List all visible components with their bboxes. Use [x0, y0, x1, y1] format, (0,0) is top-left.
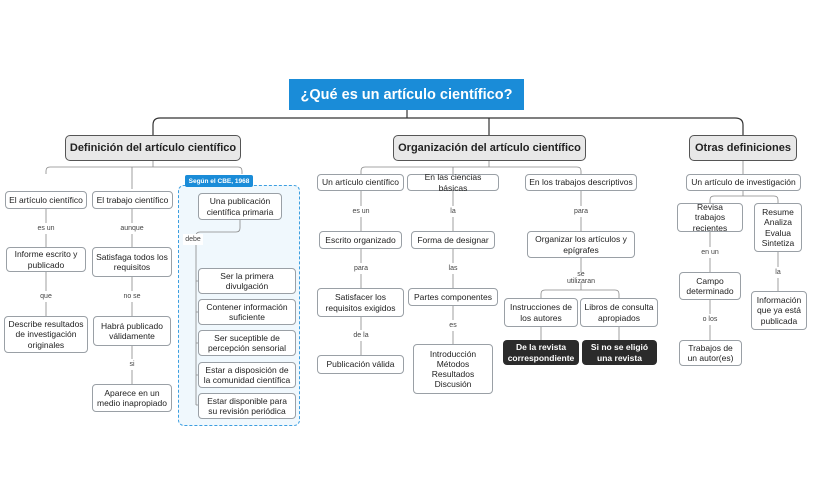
node-revista-correspondiente[interactable]: De la revista correspondiente	[503, 340, 579, 365]
node-forma-designar[interactable]: Forma de designar	[411, 231, 495, 249]
label-es-un: es un	[34, 223, 58, 234]
cbe-boundary-tag: Según el CBE, 1968	[185, 175, 253, 187]
label-o-los: o los	[700, 314, 720, 325]
node-campo-determinado[interactable]: Campo determinado	[679, 272, 741, 300]
node-secciones-imrd[interactable]: Introducción Métodos Resultados Discusió…	[413, 344, 493, 394]
topic-other-definitions[interactable]: Otras definiciones	[689, 135, 797, 161]
label-no-se: no se	[120, 291, 144, 302]
node-publicacion-valida[interactable]: Publicación válida	[317, 355, 404, 374]
root-title: ¿Qué es un artículo científico?	[289, 79, 524, 110]
node-medio-inapropiado[interactable]: Aparece en un medio inapropiado	[92, 384, 172, 412]
label-las: las	[445, 263, 461, 274]
node-articulo-cientifico[interactable]: El artículo científico	[5, 191, 87, 209]
label-de-la: de la	[350, 330, 372, 341]
label-la-2: la	[772, 267, 784, 278]
node-trabajo-cientifico[interactable]: El trabajo científico	[92, 191, 173, 209]
node-habra-publicado[interactable]: Habrá publicado válidamente	[93, 316, 171, 346]
node-escrito-organizado[interactable]: Escrito organizado	[319, 231, 402, 249]
node-revisa-trabajos[interactable]: Revisa trabajos recientes	[677, 202, 743, 233]
node-organizar-articulos[interactable]: Organizar los artículos y epígrafes	[527, 231, 635, 258]
label-que: que	[38, 291, 54, 302]
item-primera-divulgacion[interactable]: Ser la primera divulgación	[198, 268, 296, 294]
label-en-un: en un	[698, 247, 722, 258]
label-es-un-2: es un	[349, 206, 373, 217]
label-debe: debe	[183, 234, 203, 245]
label-si: si	[127, 359, 137, 370]
node-articulo-investigacion[interactable]: Un artículo de investigación	[686, 174, 801, 191]
node-partes-componentes[interactable]: Partes componentes	[408, 288, 498, 306]
node-ciencias-basicas[interactable]: En las ciencias básicas	[407, 172, 499, 193]
item-disposicion-comunidad[interactable]: Estar a disposición de la comunidad cien…	[198, 362, 296, 388]
label-la: la	[447, 206, 459, 217]
label-es: es	[446, 320, 460, 331]
node-informe-escrito[interactable]: Informe escrito y publicado	[6, 247, 86, 272]
item-percepcion-sensorial[interactable]: Ser suceptible de percepción sensorial	[198, 330, 296, 356]
node-libros-consulta[interactable]: Libros de consulta apropiados	[580, 298, 658, 327]
node-un-articulo-cientifico[interactable]: Un artículo científico	[317, 174, 404, 191]
node-resume-analiza[interactable]: Resume Analiza Evalua Sintetiza	[754, 203, 802, 252]
label-aunque: aunque	[117, 223, 147, 234]
topic-definition[interactable]: Definición del artículo científico	[65, 135, 241, 161]
node-trabajos-descriptivos[interactable]: En los trabajos descriptivos	[525, 174, 637, 191]
node-publicacion-primaria[interactable]: Una publicación científica primaria	[198, 193, 282, 220]
label-para: para	[351, 263, 371, 274]
node-satisfaga-requisitos[interactable]: Satisfaga todos los requisitos	[92, 247, 172, 277]
node-instrucciones-autores[interactable]: Instrucciones de los autores	[504, 298, 578, 327]
label-para-2: para	[571, 206, 591, 217]
topic-organization[interactable]: Organización del artículo científico	[393, 135, 586, 161]
node-no-se-eligio-revista[interactable]: Si no se eligió una revista	[582, 340, 657, 365]
item-informacion-suficiente[interactable]: Contener información suficiente	[198, 299, 296, 325]
item-revision-periodica[interactable]: Estar disponible para su revisión periód…	[198, 393, 296, 419]
node-describe-resultados[interactable]: Describe resultados de investigación ori…	[4, 316, 88, 353]
node-trabajos-autor[interactable]: Trabajos de un autor(es)	[679, 340, 742, 366]
label-se-utilizaran: se utilizaran	[561, 271, 601, 285]
node-informacion-publicada[interactable]: Información que ya está publicada	[751, 291, 807, 330]
node-satisfacer-requisitos[interactable]: Satisfacer los requisitos exigidos	[317, 288, 404, 317]
